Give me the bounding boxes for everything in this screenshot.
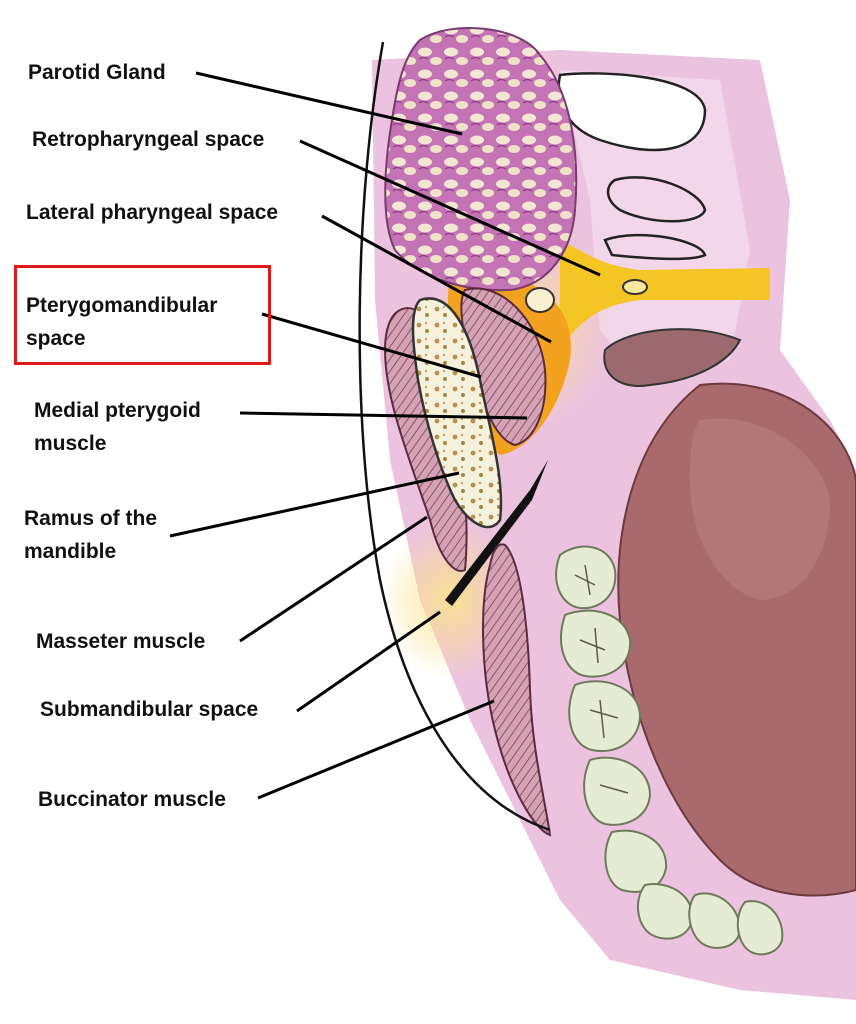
leader-ramus — [169, 471, 460, 538]
leader-pterygomandibular — [261, 312, 482, 379]
parotid-gland — [384, 27, 578, 292]
cheek-outline — [358, 41, 551, 832]
leader-retropharyngeal — [299, 139, 601, 277]
leader-medial-pterygoid — [239, 411, 528, 420]
mandible-ramus — [411, 297, 503, 529]
buccinator-muscle — [482, 543, 552, 837]
retropharyngeal-band — [560, 240, 770, 350]
soft-palate — [603, 328, 742, 387]
leader-parotid — [195, 71, 463, 136]
pharynx-outline-lower — [603, 233, 707, 261]
spread-arrow — [445, 460, 548, 606]
teeth-grooves — [574, 564, 629, 794]
label-medial-pterygoid-muscle: Medial pterygoid muscle — [34, 399, 201, 455]
label-buccinator-muscle: Buccinator muscle — [38, 788, 226, 811]
label-lateral-pharyngeal-space: Lateral pharyngeal space — [26, 201, 279, 224]
leader-lateral-pharyngeal — [321, 214, 552, 344]
label-pterygomandibular-space: Pterygomandibular space — [26, 294, 218, 350]
label-ramus-of-mandible: Ramus of the mandible — [24, 507, 158, 563]
leader-masseter — [239, 515, 428, 643]
label-retropharyngeal-space: Retropharyngeal space — [32, 128, 265, 151]
label-parotid-gland: Parotid Gland — [28, 61, 166, 84]
leader-buccinator — [257, 699, 495, 800]
leader-submandibular — [296, 610, 441, 713]
styloid-node — [525, 287, 555, 313]
label-masseter-muscle: Masseter muscle — [36, 630, 206, 653]
retropharyngeal-node — [622, 279, 648, 295]
pharynx-outline-middle — [606, 176, 707, 223]
tongue-highlight — [690, 418, 830, 600]
leader-lines — [169, 71, 601, 800]
label-submandibular-space: Submandibular space — [40, 698, 259, 721]
highlight-box — [14, 265, 271, 365]
teeth — [555, 545, 784, 956]
